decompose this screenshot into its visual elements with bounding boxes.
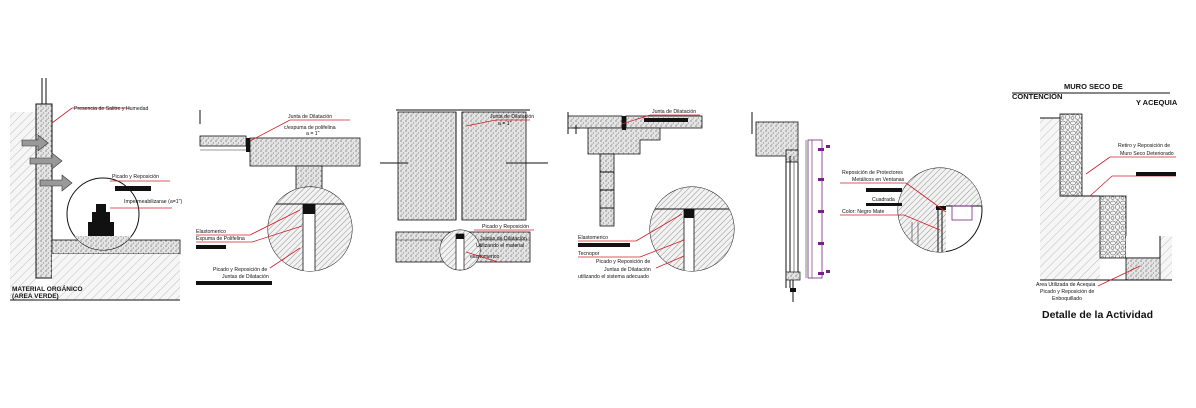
label-joint-2: a = 1" xyxy=(498,121,512,127)
label-area-3: Enboquillado xyxy=(1052,296,1082,302)
label-repair-1: Picado y Reposición de xyxy=(596,259,650,265)
earth-mass xyxy=(1040,118,1172,280)
earth-fill-right xyxy=(52,254,180,300)
ditch-lining xyxy=(1125,257,1161,281)
detail-3-wall-joint: Junta de Dilatación a = 1" Picado y Repo… xyxy=(380,109,548,271)
title-1: MURO SECO DE xyxy=(1064,82,1123,91)
humidity-arrow-icon xyxy=(21,134,73,192)
protector-legend-bar xyxy=(866,188,902,192)
label-repair-2: Juntas de Dilatación xyxy=(604,267,651,273)
elast-legend-bar xyxy=(578,243,630,247)
block-left xyxy=(397,111,457,221)
label-color: Color: Negro Mate xyxy=(842,209,884,215)
label-repair-1: Picado y Reposición de xyxy=(213,267,267,273)
label-protect-1: Reposición de Protectores xyxy=(842,170,903,176)
detail-6-retaining-wall: MURO SECO DE CONTENCIÓN Y ACEQUIA Retiro… xyxy=(1012,82,1178,321)
label-tecno: Tecnopor xyxy=(578,251,600,257)
wall-legend-bar xyxy=(1136,172,1176,176)
label-organic-1: MATERIAL ORGÁNICO xyxy=(12,284,83,293)
protector-bars xyxy=(807,139,830,279)
label-elast: Elastomerico xyxy=(196,229,226,235)
label-material: Utilizando el material xyxy=(476,243,524,249)
label-joint-1: Junta de Dilatación xyxy=(490,114,534,120)
caption: Detalle de la Actividad xyxy=(1042,309,1153,321)
label-area-1: Area Utilizada de Acequia xyxy=(1036,282,1096,288)
label-joint-2: c/espuma de polifelina xyxy=(284,125,336,131)
dry-stone-wall-lower xyxy=(1099,195,1127,259)
label-foam: Espuma de Polifelina xyxy=(196,236,245,242)
label-protect-2: Metálicos en Ventanas xyxy=(852,177,905,183)
block-right xyxy=(461,111,527,221)
label-waterproof: Impermeabilizarae (a=1") xyxy=(124,199,182,205)
label-joint: Junta de Dilatación xyxy=(652,109,696,115)
label-area-2: Picado y Reposición de xyxy=(1040,289,1094,295)
detail-1-humidity-wall: Presencia de Salitre y Humedad Picado y … xyxy=(10,78,182,301)
label-joint-3: a = 1" xyxy=(306,131,320,137)
dry-stone-wall-upper xyxy=(1059,113,1083,197)
title-2: CONTENCIÓN xyxy=(1012,92,1062,101)
label-joint-1: Junta de Dilatación xyxy=(288,114,332,120)
wall-section xyxy=(35,103,53,279)
label-repair: Picado y Reposición xyxy=(112,174,159,180)
repair-legend-bar xyxy=(115,186,151,191)
detail-4-column-joint: Junta de Dilatación Elastomerico Tecnopo… xyxy=(567,109,735,280)
label-organic-2: (AREA VERDE) xyxy=(12,293,59,300)
label-joint-3: Juntas de Dilatación xyxy=(480,236,527,242)
joint-legend-bar xyxy=(644,118,688,122)
label-repair-3: utilizando el sistema adecuado xyxy=(578,274,649,280)
label-wall-1: Retiro y Reposición de xyxy=(1118,143,1170,149)
label-repair-2: Juntas de Dilatación xyxy=(222,274,269,280)
label-surface: Presencia de Salitre y Humedad xyxy=(74,106,149,112)
label-elast: Elastomerico xyxy=(578,235,608,241)
slab-body xyxy=(587,127,661,155)
repair-legend-bar xyxy=(196,281,272,285)
label-elast: elastomerico xyxy=(470,254,500,260)
slab-right xyxy=(249,137,361,167)
slab-left xyxy=(199,135,247,147)
label-wall-2: Muro Seco Deteriorado xyxy=(1120,151,1174,157)
detail-5-window-protector: Reposición de Protectores Metálicos en V… xyxy=(751,112,983,302)
detail-2-slab-joint: Junta de Dilatación c/espuma de polifeli… xyxy=(196,110,361,285)
label-repair: Picado y Reposición xyxy=(482,224,529,230)
lintel xyxy=(755,121,799,157)
elast-legend-bar xyxy=(196,245,226,249)
label-square: Cuadrada xyxy=(872,197,895,203)
title-3: Y ACEQUIA xyxy=(1136,98,1178,107)
